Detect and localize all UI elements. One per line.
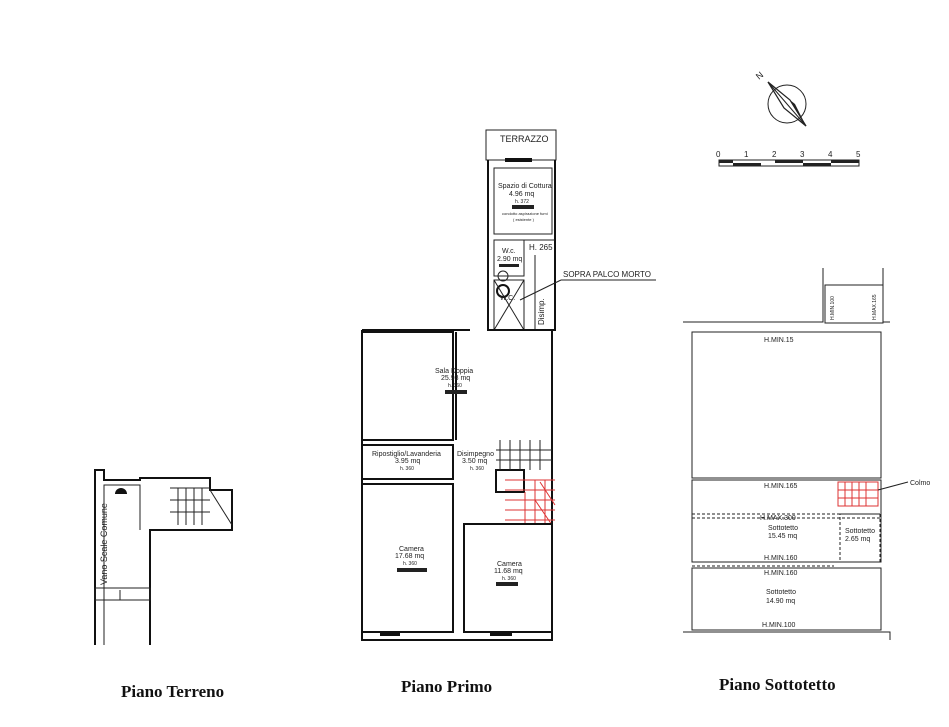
palco-morto-label: SOPRA PALCO MORTO <box>563 270 651 279</box>
plan-piano-terreno: Vano Scale Comune Piano Terreno <box>94 469 233 701</box>
hmin100-vertical: H.MIN.100 <box>830 296 836 320</box>
terrazzo-label: TERRAZZO <box>500 134 549 144</box>
stair-primo <box>495 440 556 526</box>
plan-piano-sottotetto: H.MIN.100 H.MAX.165 H.MIN.15 H.MIN.165 H… <box>683 268 930 694</box>
title-piano-sottotetto: Piano Sottotetto <box>719 675 836 694</box>
height-265-label: H. 265 <box>529 243 553 252</box>
hmin100-label: H.MIN.100 <box>762 622 796 629</box>
hmin15-label: H.MIN.15 <box>764 337 794 344</box>
camera1-height: h. 360 <box>403 561 417 567</box>
disimpegno-area: 3.50 mq <box>462 458 487 465</box>
sala-area: 25.93 mq <box>441 375 470 382</box>
scale-tick-1: 1 <box>744 150 749 159</box>
hmax165-vertical: H.MAX.165 <box>872 294 878 320</box>
sottotetto1-name: Sottotetto <box>768 525 798 532</box>
hmin160b-label: H.MIN.160 <box>764 570 798 577</box>
disimpegno-name: Disimpegno <box>457 451 494 458</box>
sala-height: h. 360 <box>448 383 462 389</box>
sottotetto1-area: 15.45 mq <box>768 533 797 540</box>
compass-north-label: N <box>754 70 765 82</box>
hmin160a-label: H.MIN.160 <box>764 555 798 562</box>
cucina-note2: ( esistente ) <box>513 217 535 222</box>
ripostiglio-height: h. 360 <box>400 466 414 472</box>
sottotetto2-area: 2.65 mq <box>845 536 870 543</box>
plan-piano-primo: TERRAZZO Spazio di Cottura 4.96 mq h. 37… <box>361 129 656 696</box>
scale-tick-3: 3 <box>800 150 805 159</box>
camera2-area: 11.68 mq <box>494 568 523 575</box>
camera2-height: h. 360 <box>502 576 516 582</box>
disimpegno-height: h. 360 <box>470 466 484 472</box>
disimp-vertical-label: Disimp. <box>537 298 546 325</box>
stair-common-label: Vano Scale Comune <box>99 503 109 585</box>
sottotetto3-area: 14.90 mq <box>766 598 795 605</box>
hmax300-label: H.MAX.300 <box>760 515 796 522</box>
camera2-name: Camera <box>497 561 522 568</box>
cucina-note: condotto aspirazione fumi <box>502 211 548 216</box>
hmin165-label: H.MIN.165 <box>764 483 798 490</box>
camera1-name: Camera <box>399 546 424 553</box>
compass-icon: N <box>754 70 807 127</box>
ripostiglio-name: Ripostiglio/Lavanderia <box>372 451 441 458</box>
wc-name: W.c. <box>502 248 516 255</box>
cucina-name: Spazio di Cottura <box>498 183 552 190</box>
ripostiglio-area: 3.95 mq <box>395 458 420 465</box>
sala-name: Sala Doppia <box>435 368 473 375</box>
cucina-height: h. 372 <box>515 199 529 205</box>
colmo-label: Colmo <box>910 480 930 487</box>
wc2-label: W.C. <box>500 295 515 302</box>
cucina-area: 4.96 mq <box>509 191 534 198</box>
scale-tick-4: 4 <box>828 150 833 159</box>
title-piano-terreno: Piano Terreno <box>121 682 224 701</box>
title-piano-primo: Piano Primo <box>401 677 492 696</box>
scale-tick-2: 2 <box>772 150 777 159</box>
scale-tick-5: 5 <box>856 150 861 159</box>
wc-area: 2.90 mq <box>497 256 522 263</box>
scale-tick-0: 0 <box>716 150 721 159</box>
scale-bar: 0 1 2 3 4 5 <box>716 150 861 167</box>
sottotetto3-name: Sottotetto <box>766 589 796 596</box>
sottotetto2-name: Sottotetto <box>845 528 875 535</box>
camera1-area: 17.68 mq <box>395 553 424 560</box>
